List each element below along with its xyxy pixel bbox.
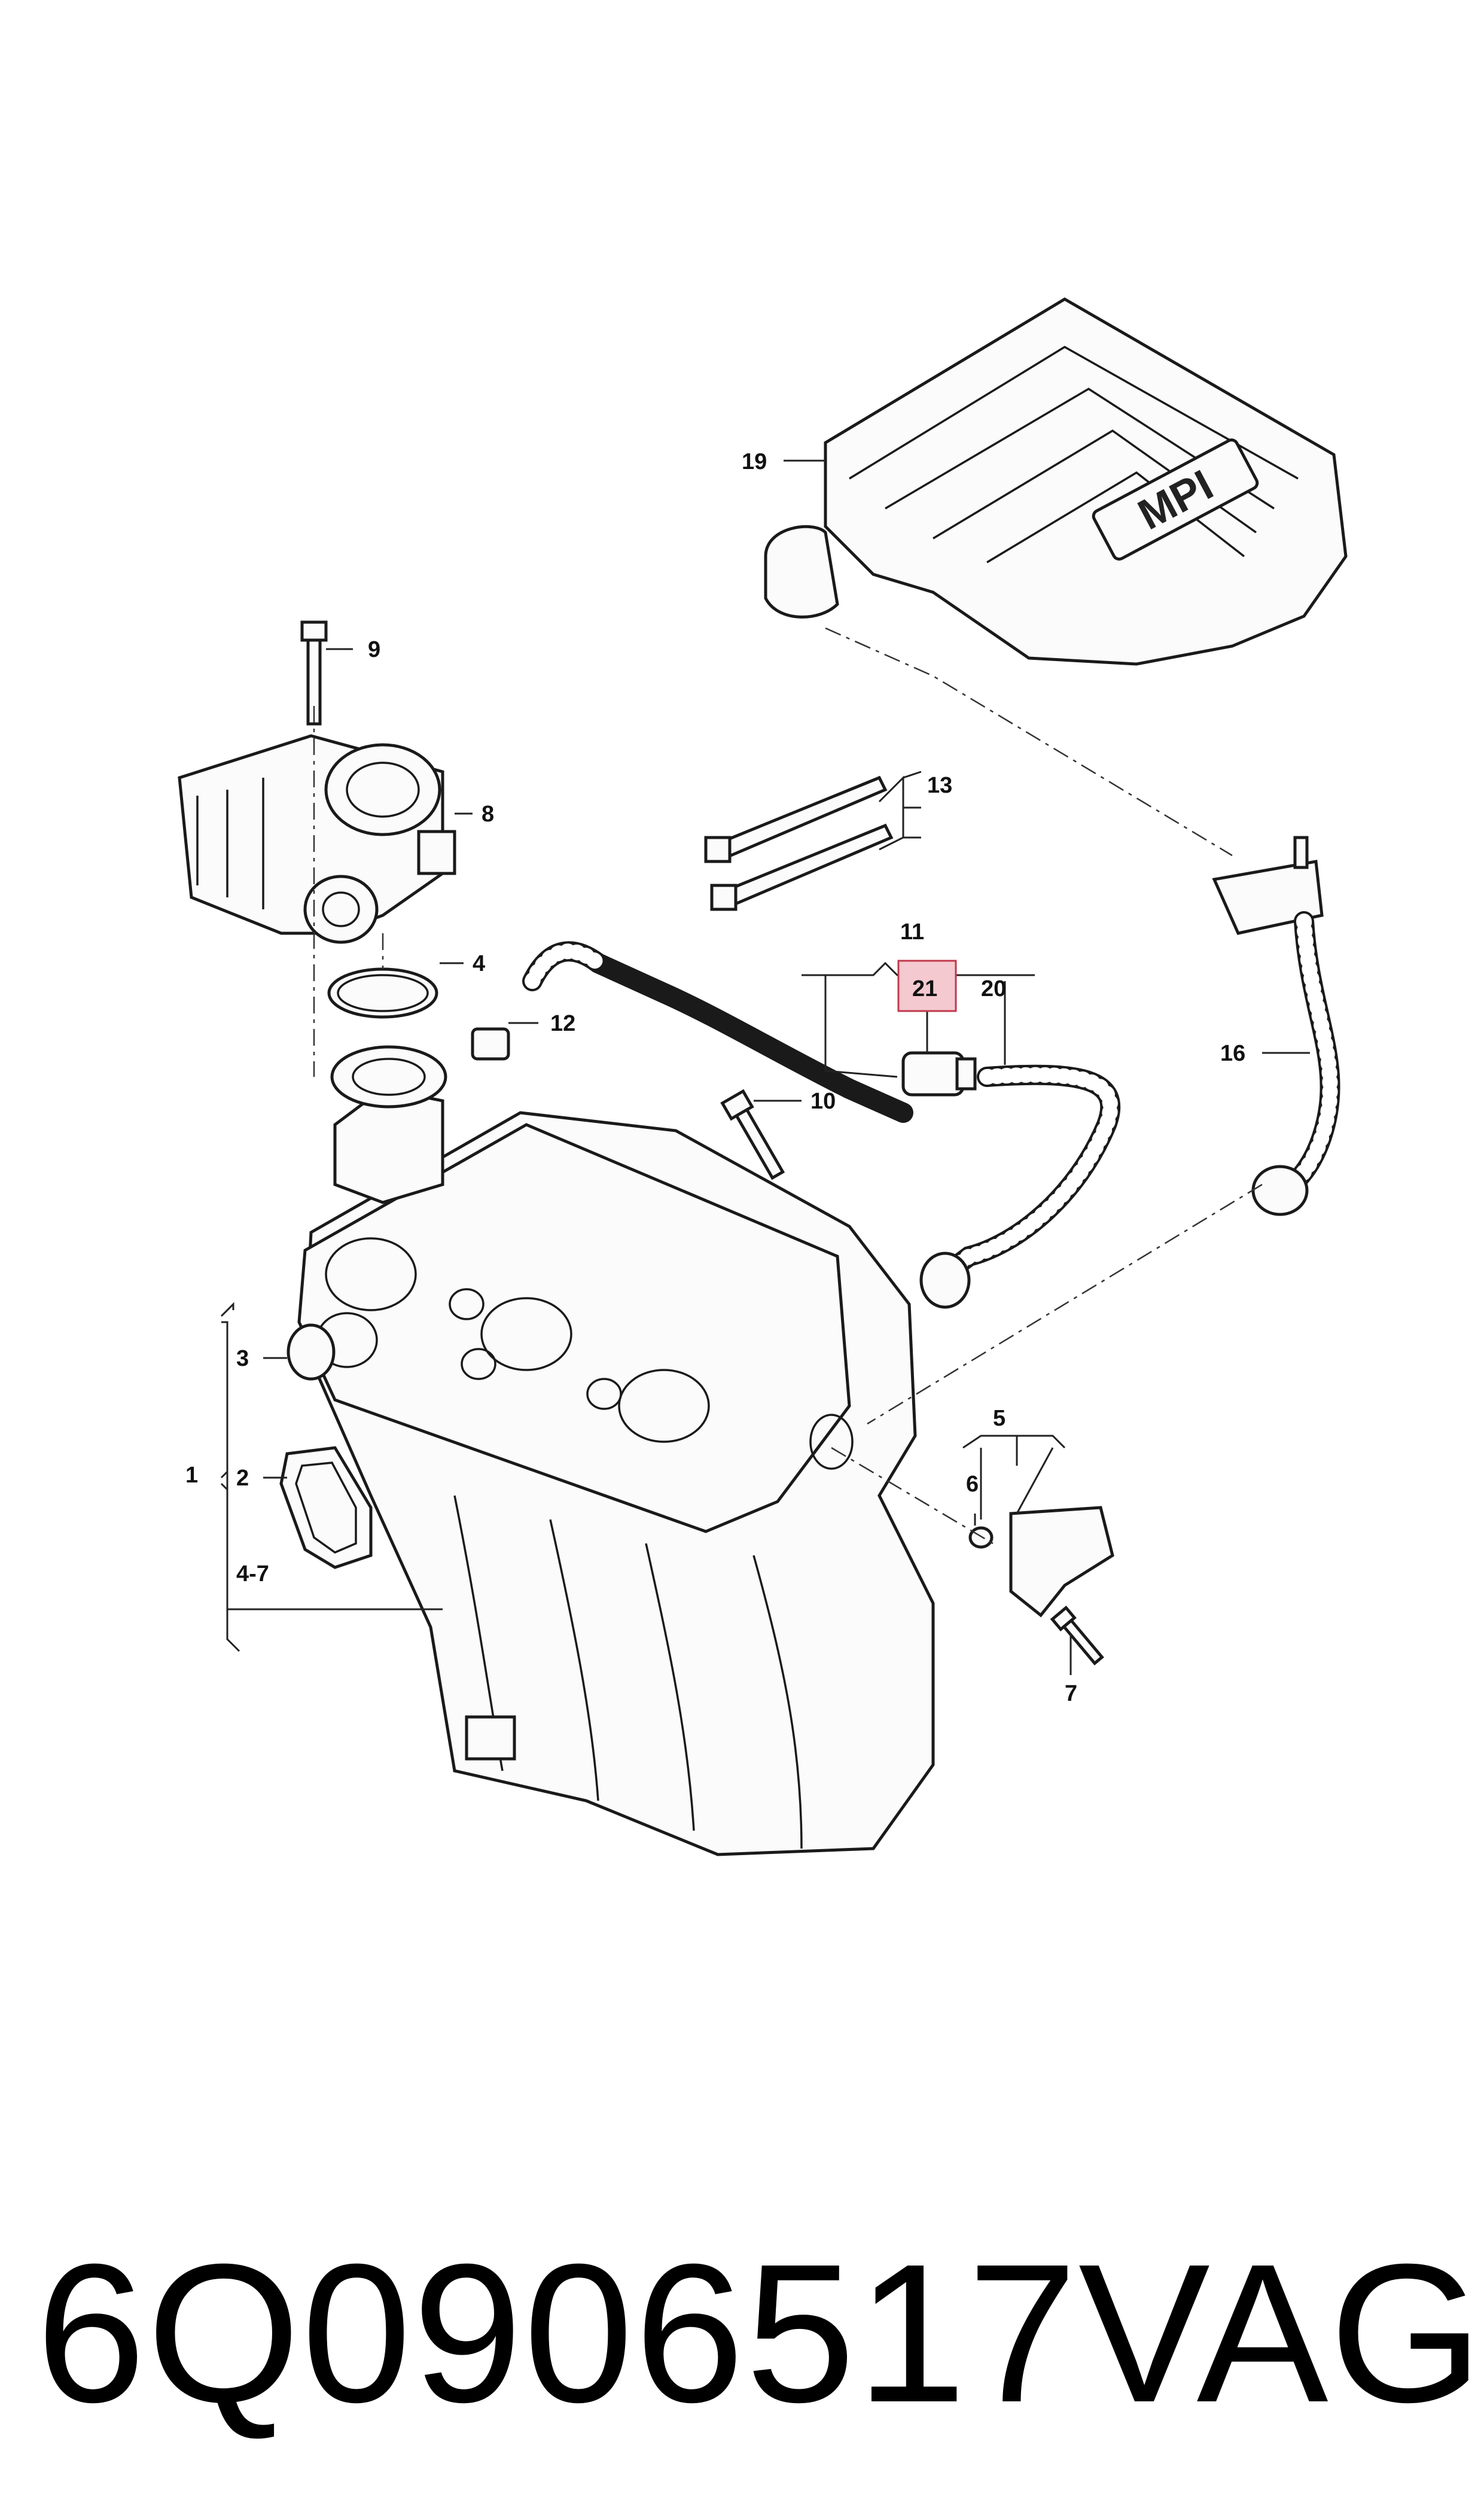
callout-5: 5 [993,1406,1005,1431]
bolt-7 [1050,1605,1104,1666]
engine-cover: MPI [764,297,1348,666]
callout-1: 1 [185,1463,198,1488]
caption: 6Q0906517 VAG [36,2213,1483,2453]
callout-19: 19 [742,449,767,474]
seal-3 [287,1323,336,1381]
callout-12: 12 [550,1011,575,1036]
connector-21 [901,1051,977,1097]
callout-6: 6 [966,1472,979,1497]
throttle-body [178,734,456,944]
callout-11: 11 [900,919,924,945]
gasket-2 [279,1446,373,1569]
callout-4-7: 4-7 [236,1561,269,1587]
breather-line [522,941,913,1123]
intake-manifold [297,1045,935,1856]
bolt-10 [720,1089,785,1180]
callout-8: 8 [482,802,494,827]
brand-name: VAG [1078,2222,1484,2443]
alignment-lines [313,627,1263,1545]
hose-20 [919,1064,1121,1309]
sensor-5 [968,1506,1114,1618]
callout-9: 9 [368,637,380,662]
exploded-parts-diagram: MPI [178,297,1348,1856]
part-number: 6Q0906517 [36,2222,1078,2443]
hose-16 [1212,836,1340,1216]
callout-21: 21 [912,976,937,1001]
callout-13: 13 [927,773,952,798]
callout-7: 7 [1065,1681,1077,1706]
cable-ties-13 [704,775,894,911]
callout-2: 2 [236,1466,249,1491]
clip-12 [471,1027,510,1061]
callout-20: 20 [981,976,1006,1001]
seal-4 [327,967,438,1019]
callout-10: 10 [810,1089,836,1114]
bolt-9 [300,620,328,726]
callout-3: 3 [236,1346,249,1371]
callout-4: 4 [473,951,485,976]
leader-lines [220,459,1310,1675]
callouts: 19 9 8 13 11 21 20 4 12 16 10 3 1 2 4-7 … [185,449,1245,1706]
callout-16: 16 [1220,1041,1245,1066]
highlight-box-21 [897,960,957,1012]
